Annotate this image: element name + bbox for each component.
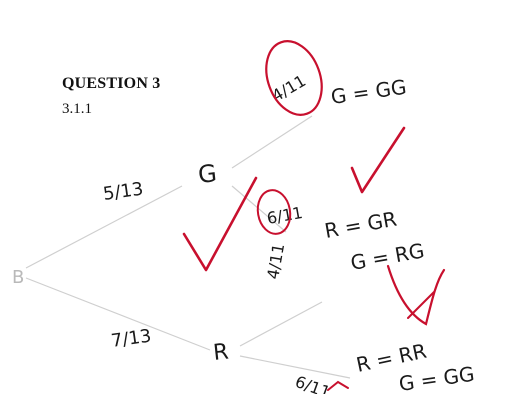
- red-checkmark-top: [350, 126, 406, 194]
- gr-probability: 6/11: [265, 203, 304, 228]
- branch-r-to-rg: [239, 301, 323, 347]
- branch-r-to-rr: [239, 355, 351, 379]
- bottom-outcome: G = GG: [397, 362, 476, 394]
- red-checkmark-left: [182, 176, 258, 272]
- rg-outcome: G = RG: [349, 238, 426, 275]
- red-mark-right: [386, 264, 446, 326]
- red-circle-middle: [256, 189, 292, 235]
- question-heading: QUESTION 3: [62, 75, 161, 92]
- first-g-label: G: [197, 159, 218, 189]
- question-number: 3.1.1: [62, 101, 92, 117]
- rr-probability: 6/11: [293, 372, 333, 394]
- branch-b-to-r: [25, 277, 211, 351]
- first-r-label: R: [212, 340, 230, 366]
- gr-outcome: R = GR: [323, 207, 399, 243]
- red-tick-right: [407, 291, 435, 319]
- rg-probability: 4/11: [263, 242, 288, 281]
- branch-b-to-g: [25, 185, 183, 269]
- red-partial-mark-bottom: [327, 380, 349, 391]
- red-circle-top: [265, 40, 323, 116]
- branch-g-to-gg: [231, 115, 313, 169]
- first-r-probability: 7/13: [110, 326, 153, 352]
- branch-g-to-gr: [231, 185, 287, 233]
- gg-probability: 4/11: [269, 71, 310, 105]
- first-g-probability: 5/13: [102, 179, 145, 205]
- gg-outcome: G = GG: [329, 75, 408, 109]
- root-label: B: [12, 267, 24, 288]
